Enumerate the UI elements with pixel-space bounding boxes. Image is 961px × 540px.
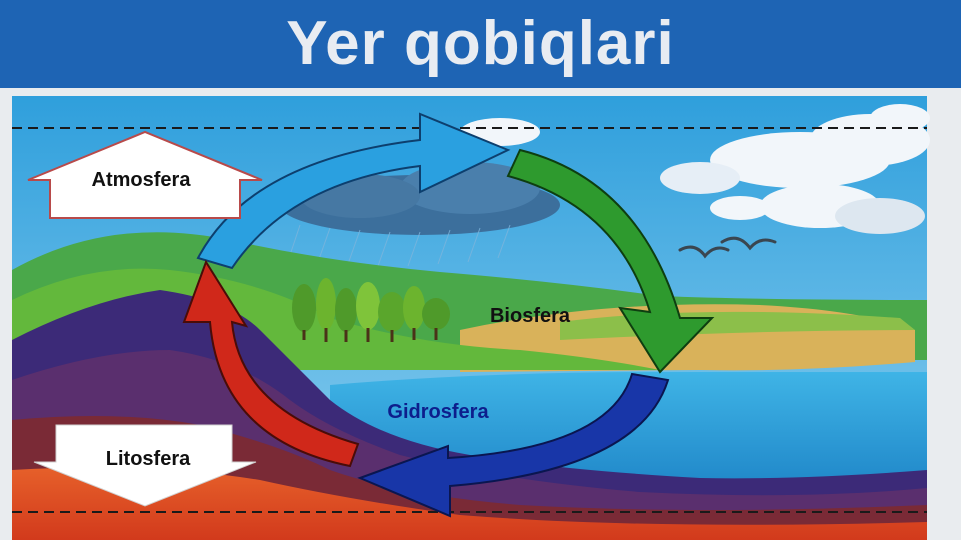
magma-layer [12, 467, 927, 540]
arrow-hydrosphere [357, 372, 670, 518]
arrow-atmosphere [196, 112, 511, 270]
arrow-biosphere [506, 148, 715, 374]
label-hydrosphere: Gidrosfera [387, 401, 489, 423]
title-bar: Yer qobiqlari [0, 0, 961, 88]
trees-icon [292, 278, 450, 342]
label-lithosphere: Litosfera [106, 448, 191, 470]
atmosphere-up-arrow [27, 130, 263, 219]
birds-icon [678, 236, 777, 259]
page-title: Yer qobiqlari [286, 9, 675, 78]
label-atmosphere: Atmosfera [92, 169, 192, 191]
label-biosphere: Biosfera [490, 305, 571, 327]
lithosphere-down-arrow [33, 424, 257, 507]
arrow-lithosphere [182, 259, 360, 468]
